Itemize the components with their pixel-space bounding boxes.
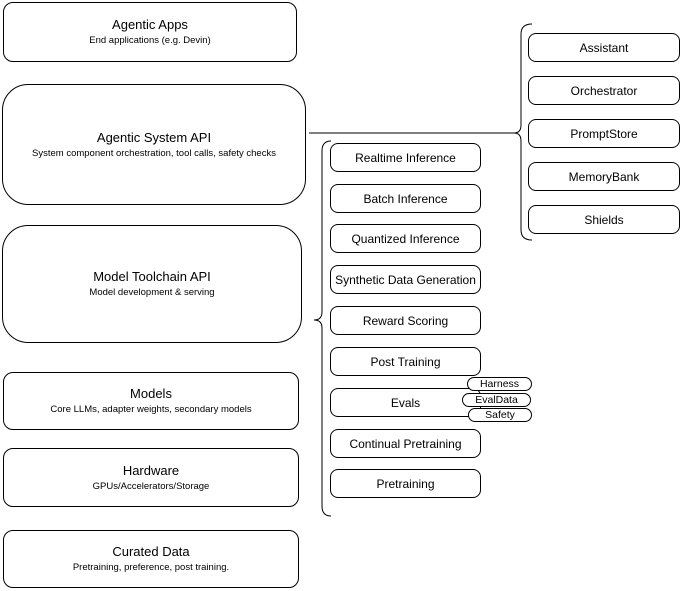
node-label: Pretraining [376, 476, 435, 491]
node-continual-pretraining: Continual Pretraining [330, 429, 481, 458]
node-agentic-apps: Agentic Apps End applications (e.g. Devi… [3, 2, 297, 62]
tag-harness: Harness [467, 377, 532, 391]
node-subtitle: GPUs/Accelerators/Storage [92, 480, 210, 492]
node-memorybank: MemoryBank [528, 162, 680, 191]
node-subtitle: Pretraining, preference, post training. [72, 562, 230, 573]
node-label: MemoryBank [568, 169, 640, 184]
node-batch-inference: Batch Inference [330, 184, 481, 213]
node-label: Batch Inference [363, 191, 448, 206]
node-pretraining: Pretraining [330, 469, 481, 498]
node-label: Reward Scoring [362, 313, 449, 328]
node-label: PromptStore [570, 126, 638, 141]
node-label: Assistant [579, 40, 629, 55]
node-label: Realtime Inference [355, 150, 456, 165]
node-model-toolchain-api: Model Toolchain API Model development & … [2, 225, 302, 343]
node-label: Orchestrator [570, 83, 638, 98]
node-title: Agentic Apps [112, 17, 188, 32]
node-realtime-inference: Realtime Inference [330, 143, 481, 172]
node-subtitle: End applications (e.g. Devin) [89, 35, 211, 46]
node-label: Post Training [370, 354, 441, 369]
node-title: Models [130, 386, 172, 401]
node-label: Shields [584, 212, 624, 227]
node-evals: Evals [330, 388, 481, 417]
node-title: Model Toolchain API [93, 269, 211, 284]
node-title: Hardware [122, 462, 180, 478]
node-reward-scoring: Reward Scoring [330, 306, 481, 335]
node-synthetic-data-generation: Synthetic Data Generation [330, 265, 481, 294]
node-curated-data: Curated Data Pretraining, preference, po… [3, 530, 299, 588]
toolchain-items-brace [313, 140, 332, 517]
node-promptstore: PromptStore [528, 119, 680, 148]
node-shields: Shields [528, 205, 680, 234]
system-components-brace [513, 23, 533, 241]
node-agentic-system-api: Agentic System API System component orch… [2, 84, 306, 205]
node-label: Evals [390, 395, 421, 410]
tag-evaldata: EvalData [462, 393, 531, 407]
node-post-training: Post Training [330, 347, 481, 376]
tag-label: Harness [479, 378, 520, 390]
node-subtitle: Core LLMs, adapter weights, secondary mo… [50, 404, 252, 415]
tag-safety: Safety [468, 408, 532, 422]
node-label: Quantized Inference [351, 231, 460, 246]
node-orchestrator: Orchestrator [528, 76, 680, 105]
node-subtitle: Model development & serving [89, 287, 215, 298]
node-hardware: Hardware GPUs/Accelerators/Storage [3, 448, 299, 507]
node-title: Agentic System API [96, 129, 212, 145]
node-title: Curated Data [112, 544, 190, 559]
node-label: Continual Pretraining [349, 436, 462, 451]
node-assistant: Assistant [528, 33, 680, 62]
node-quantized-inference: Quantized Inference [330, 224, 481, 253]
node-label: Synthetic Data Generation [335, 272, 476, 287]
node-subtitle: System component orchestration, tool cal… [32, 147, 276, 159]
tag-label: Safety [485, 409, 515, 421]
node-models: Models Core LLMs, adapter weights, secon… [3, 372, 299, 430]
tag-label: EvalData [475, 394, 518, 406]
